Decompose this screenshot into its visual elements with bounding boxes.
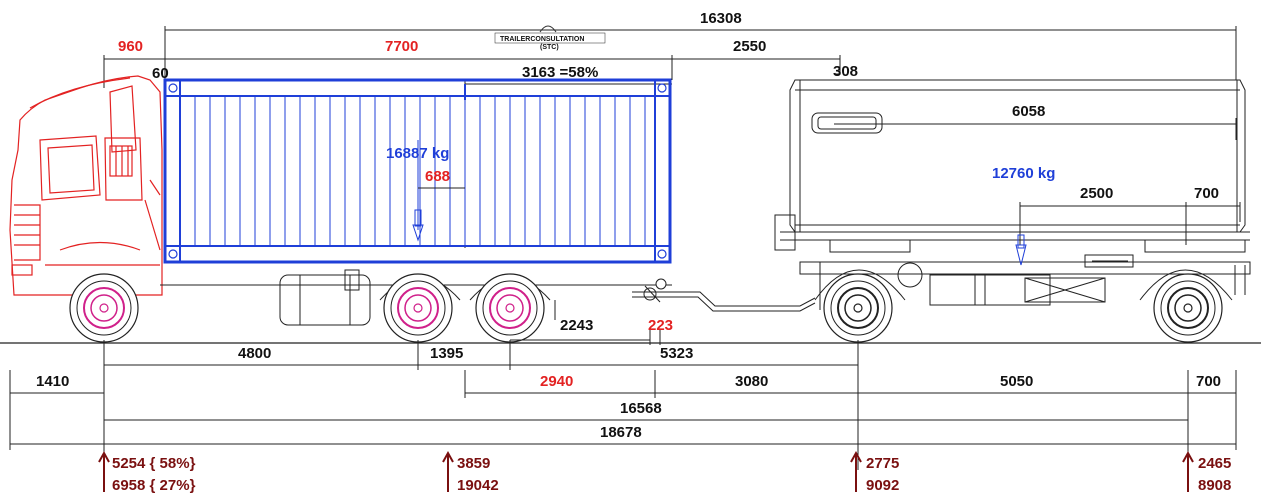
trailer-load: 12760 kg <box>992 165 1055 182</box>
trailer-body <box>774 79 1251 310</box>
dim-front-overhang: 1410 <box>36 373 69 390</box>
dim-gap-to-trailer: 2550 <box>733 38 766 55</box>
axle-loads: 5254 { 58%} 6958 { 27%} 3859 19042 2775 … <box>98 450 1231 494</box>
wheel-icon <box>383 273 453 343</box>
axle-load-3-bottom: 9092 <box>866 477 899 494</box>
dim-trailer-front-gap: 308 <box>833 63 858 80</box>
down-arrow-icon <box>1015 234 1027 266</box>
dim-trailer-body: 6058 <box>1012 103 1045 120</box>
dim-to-trailer-axle: 5323 <box>660 345 693 362</box>
dim-coupling: 2243 <box>560 317 593 334</box>
container-box <box>163 78 672 286</box>
axle-load-1-bottom: 6958 { 27%} <box>112 477 196 494</box>
logo-sub: (STC) <box>540 44 559 51</box>
truck-load: 16887 kg <box>386 145 449 162</box>
bottom-dimensions: 2243 223 4800 1395 5323 1410 2940 3080 5… <box>0 317 1261 470</box>
dim-rear-overhang: 700 <box>1196 373 1221 390</box>
axle-load-4: 2465 8908 <box>1182 450 1231 494</box>
axle-load-3: 2775 9092 <box>850 450 899 494</box>
axle-load-4-bottom: 8908 <box>1198 477 1231 494</box>
truck-wheels <box>69 273 545 343</box>
down-arrow-icon <box>412 209 424 242</box>
dim-front-overhang-top: 960 <box>118 38 143 55</box>
coupling-icon <box>655 278 667 290</box>
wheel-icon <box>475 273 545 343</box>
dim-container-length: 7700 <box>385 38 418 55</box>
truck-load-marker: 16887 kg 688 <box>386 140 465 242</box>
trailer-wheels <box>823 273 1223 343</box>
brand-badge <box>811 112 883 134</box>
up-arrow-icon <box>442 450 454 492</box>
axle-load-2-top: 3859 <box>457 455 490 472</box>
up-arrow-icon <box>98 450 110 492</box>
dim-coupling-offset: 223 <box>648 317 673 334</box>
up-arrow-icon <box>1182 450 1194 492</box>
dim-tandem-to-coupling: 2940 <box>540 373 573 390</box>
drawbar <box>632 285 816 312</box>
dim-overall-length: 18678 <box>600 424 642 441</box>
trailer-load-marker: 12760 kg <box>992 165 1055 266</box>
dim-trailer-wheelbase: 5050 <box>1000 373 1033 390</box>
dim-wheelbase-front: 4800 <box>238 345 271 362</box>
dim-trailer-rear: 700 <box>1194 185 1219 202</box>
dim-drawbar: 3080 <box>735 373 768 390</box>
truck-load-offset: 688 <box>425 168 450 185</box>
wheel-icon <box>1153 273 1223 343</box>
fuel-tank-icon <box>279 274 371 326</box>
axle-load-1: 5254 { 58%} 6958 { 27%} <box>98 450 196 494</box>
dim-front-gap: 60 <box>152 65 169 82</box>
wheel-icon <box>69 273 139 343</box>
axle-load-2: 3859 19042 <box>442 450 499 494</box>
dim-overall: 16308 <box>700 10 742 27</box>
dim-tandem-spread: 1395 <box>430 345 463 362</box>
axle-load-2-bottom: 19042 <box>457 477 499 494</box>
dim-axle-span: 16568 <box>620 400 662 417</box>
truck-cab <box>9 75 163 296</box>
trailer-logo: TRAILERCONSULTATION (STC) <box>494 25 606 51</box>
dim-load-position: 3163 =58% <box>522 64 598 81</box>
logo-text: TRAILERCONSULTATION <box>500 36 584 43</box>
wheel-icon <box>823 273 893 343</box>
axle-load-1-top: 5254 { 58%} <box>112 455 196 472</box>
axle-load-3-top: 2775 <box>866 455 899 472</box>
axle-load-4-top: 2465 <box>1198 455 1231 472</box>
top-dimensions: 16308 960 60 7700 2550 3163 =58% 308 605… <box>103 10 1241 248</box>
up-arrow-icon <box>850 450 862 492</box>
dim-trailer-cog: 2500 <box>1080 185 1113 202</box>
